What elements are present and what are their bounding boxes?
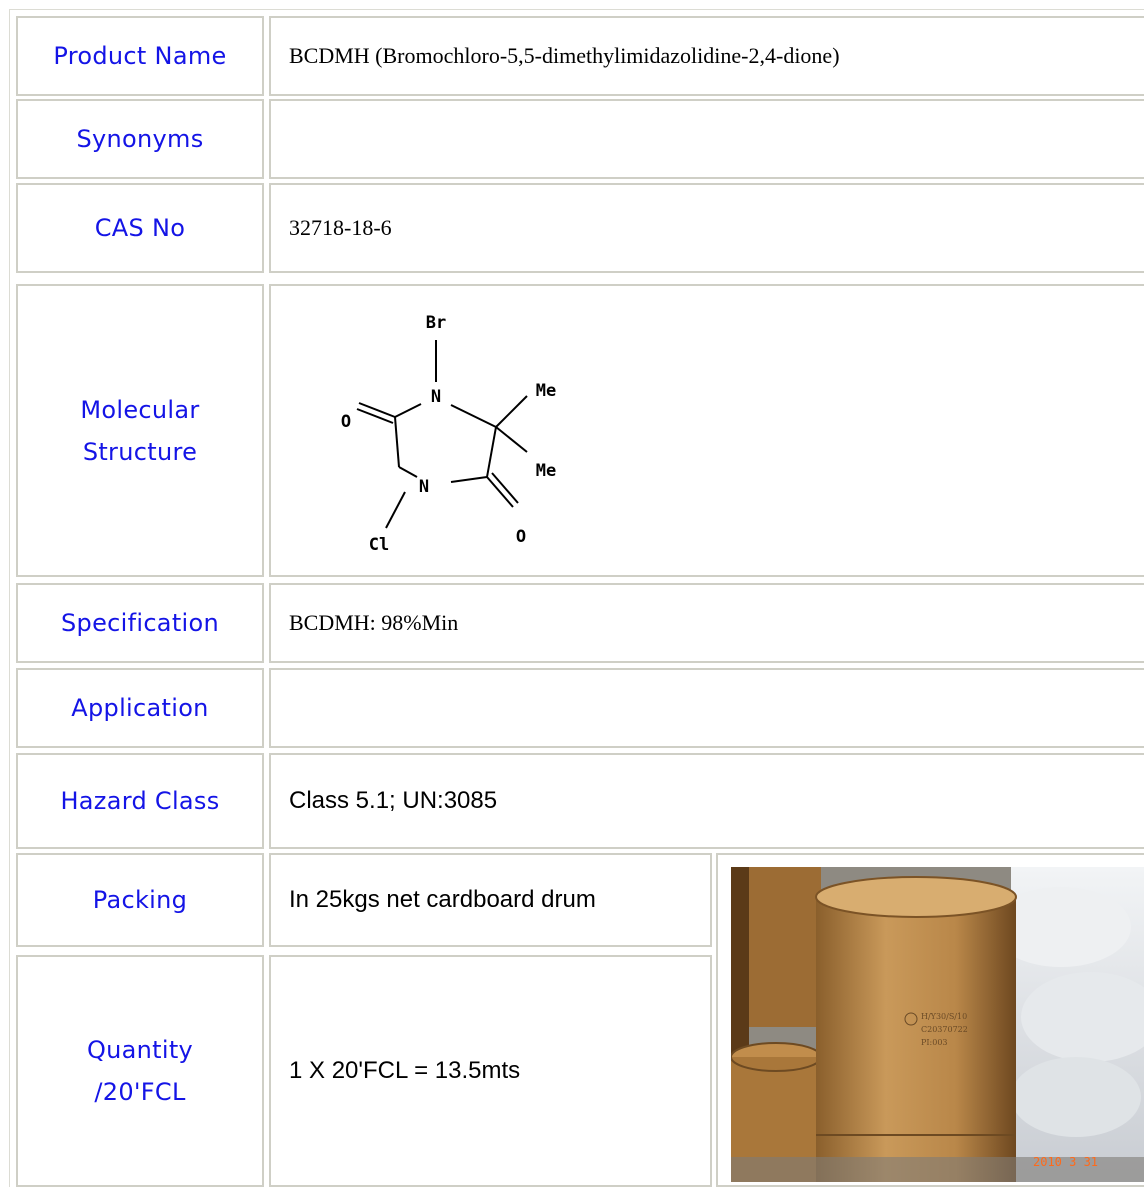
atom-me1: Me: [536, 381, 556, 401]
value-specification: BCDMH: 98%Min: [269, 583, 1144, 663]
label-packing: Packing: [16, 853, 264, 947]
label-molecular-structure: Molecular Structure: [16, 284, 264, 577]
label-text: Application: [71, 694, 209, 722]
value-text: BCDMH (Bromochloro-5,5-dimethylimidazoli…: [289, 43, 840, 68]
label-application: Application: [16, 668, 264, 748]
value-text: 32718-18-6: [289, 215, 392, 240]
value-molecular-structure: Br N Me Me O N O Cl: [269, 284, 1144, 577]
value-application: [269, 668, 1144, 748]
drum-marking-1: H/Y30/S/10: [921, 1012, 967, 1021]
label-text: Specification: [61, 609, 219, 637]
packing-photo-cell: H/Y30/S/10 C20370722 PI:003 2010 3 31: [716, 853, 1144, 1187]
label-product-name: Product Name: [16, 16, 264, 96]
value-synonyms: [269, 99, 1144, 179]
molecular-structure-diagram: Br N Me Me O N O Cl: [341, 313, 556, 555]
label-text: Quantity /20'FCL: [86, 1036, 194, 1106]
value-packing: In 25kgs net cardboard drum: [269, 853, 712, 947]
value-quantity: 1 X 20'FCL = 13.5mts: [269, 955, 712, 1187]
label-cas-no: CAS No: [16, 183, 264, 273]
label-text: Product Name: [53, 42, 227, 70]
value-hazard-class: Class 5.1; UN:3085: [269, 753, 1144, 849]
value-text: 1 X 20'FCL = 13.5mts: [289, 1057, 521, 1084]
label-specification: Specification: [16, 583, 264, 663]
label-synonyms: Synonyms: [16, 99, 264, 179]
product-spec-table: Product Name BCDMH (Bromochloro-5,5-dime…: [9, 9, 1144, 1187]
atom-me2: Me: [536, 461, 556, 481]
label-hazard-class: Hazard Class: [16, 753, 264, 849]
atom-n1: N: [431, 387, 441, 407]
atom-br: Br: [426, 313, 446, 333]
value-text: BCDMH: 98%Min: [289, 610, 459, 635]
label-text: Hazard Class: [60, 787, 220, 815]
drum-marking-3: PI:003: [921, 1038, 948, 1047]
value-text: In 25kgs net cardboard drum: [289, 886, 596, 913]
value-text: Class 5.1; UN:3085: [289, 787, 498, 814]
value-product-name: BCDMH (Bromochloro-5,5-dimethylimidazoli…: [269, 16, 1144, 96]
atom-o2: O: [516, 527, 526, 547]
label-text: Synonyms: [76, 125, 204, 153]
label-quantity: Quantity /20'FCL: [16, 955, 264, 1187]
drum-marking-2: C20370722: [921, 1025, 968, 1034]
photo-date-stamp: 2010 3 31: [1033, 1155, 1098, 1169]
atom-cl: Cl: [369, 535, 389, 555]
label-text: Molecular Structure: [80, 395, 200, 466]
cardboard-drum-photo: H/Y30/S/10 C20370722 PI:003 2010 3 31: [731, 867, 1144, 1182]
atom-n2: N: [419, 477, 429, 497]
value-cas-no: 32718-18-6: [269, 183, 1144, 273]
label-text: Packing: [92, 886, 188, 914]
label-text: CAS No: [94, 214, 186, 242]
atom-o1: O: [341, 412, 351, 432]
